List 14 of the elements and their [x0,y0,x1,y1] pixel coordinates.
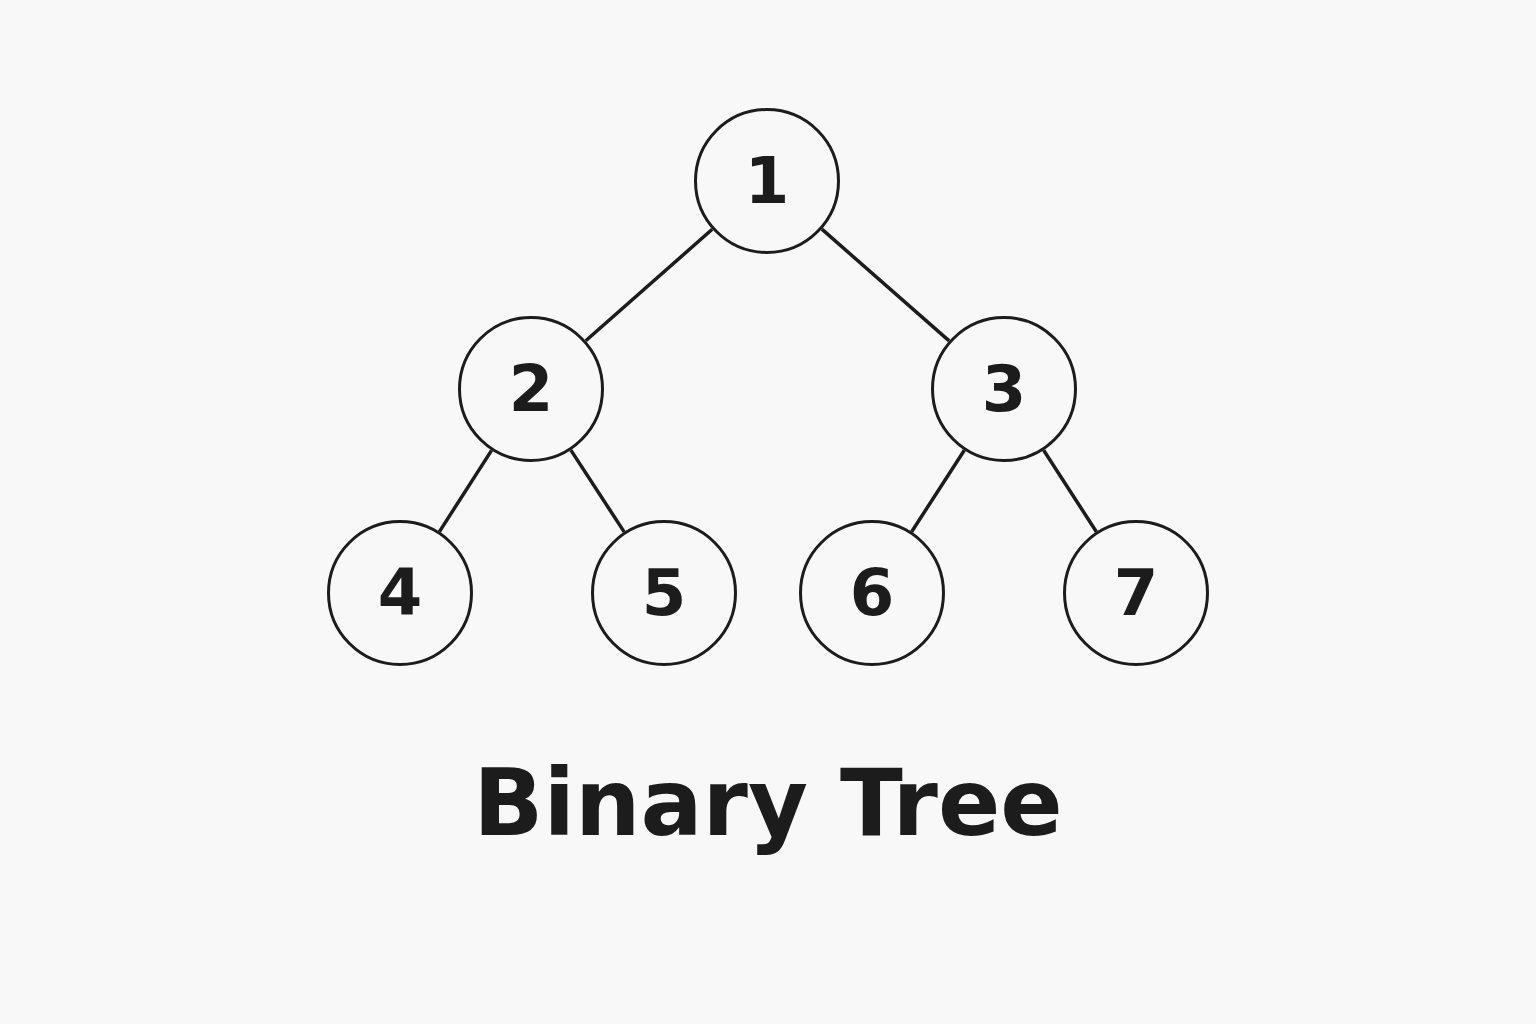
connector-line [820,227,951,343]
node-value: 4 [377,561,423,625]
node-value: 5 [641,561,687,625]
connector-line [569,449,626,533]
connector-line [1042,449,1098,533]
connector-line [437,449,494,533]
diagram-title: Binary Tree [473,750,1063,857]
node-value: 6 [849,561,895,625]
node-value: 1 [744,149,790,213]
node-value: 7 [1113,561,1159,625]
node-value: 2 [508,357,554,421]
connector-line [584,227,714,343]
connector-line [910,449,966,533]
node-value: 3 [981,357,1027,421]
